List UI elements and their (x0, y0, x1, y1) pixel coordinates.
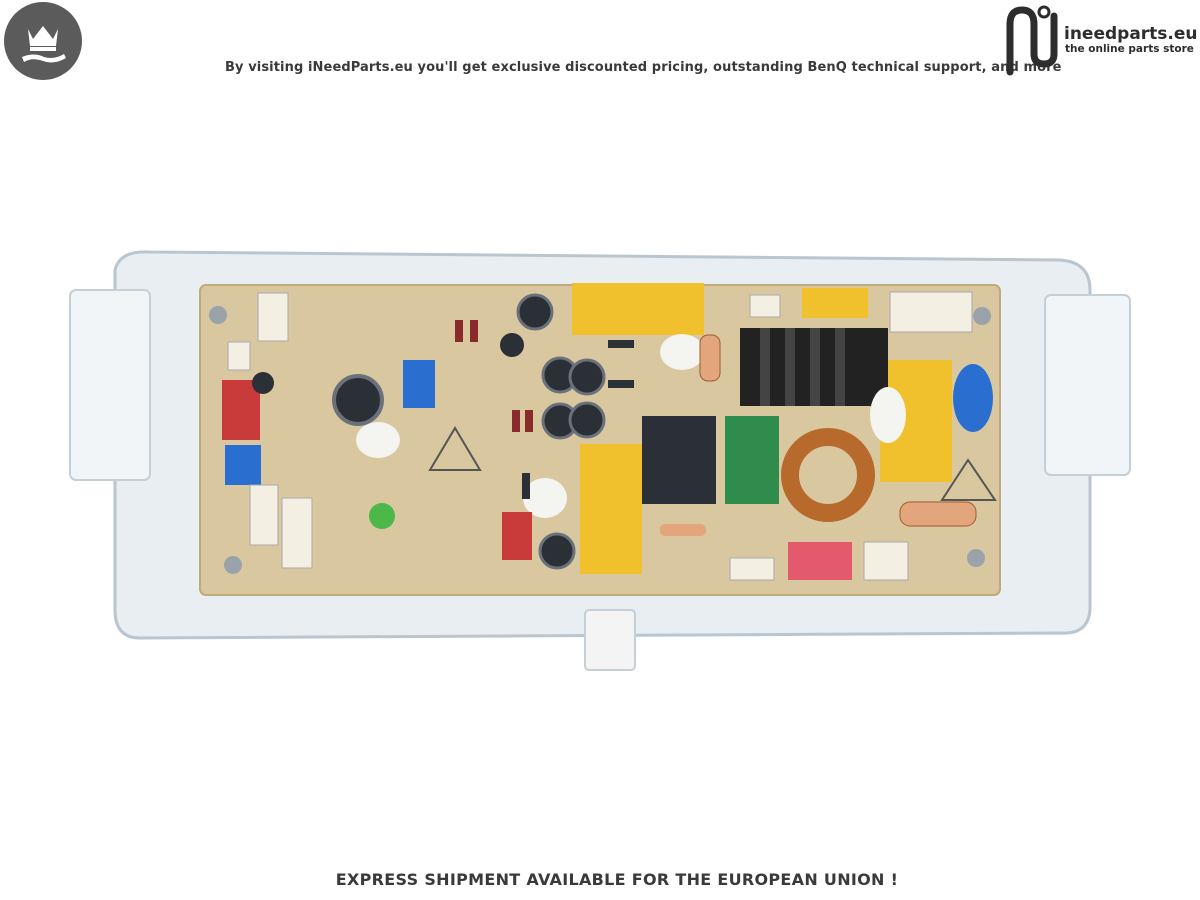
crown-hand-icon (22, 26, 66, 63)
circuit-board-image (69, 250, 1131, 671)
n-circuit-logo-icon (1006, 5, 1058, 76)
brand-logo[interactable]: ineedparts.eu the online parts store (1002, 2, 1198, 76)
shipping-banner: EXPRESS SHIPMENT AVAILABLE FOR THE EUROP… (335, 870, 899, 889)
promo-tagline: By visiting iNeedParts.eu you'll get exc… (225, 60, 1062, 75)
crown-badge (4, 2, 82, 80)
product-photo (60, 240, 1140, 680)
brand-name: ineedparts.eu (1064, 24, 1198, 44)
brand-subtitle: the online parts store (1065, 43, 1194, 55)
